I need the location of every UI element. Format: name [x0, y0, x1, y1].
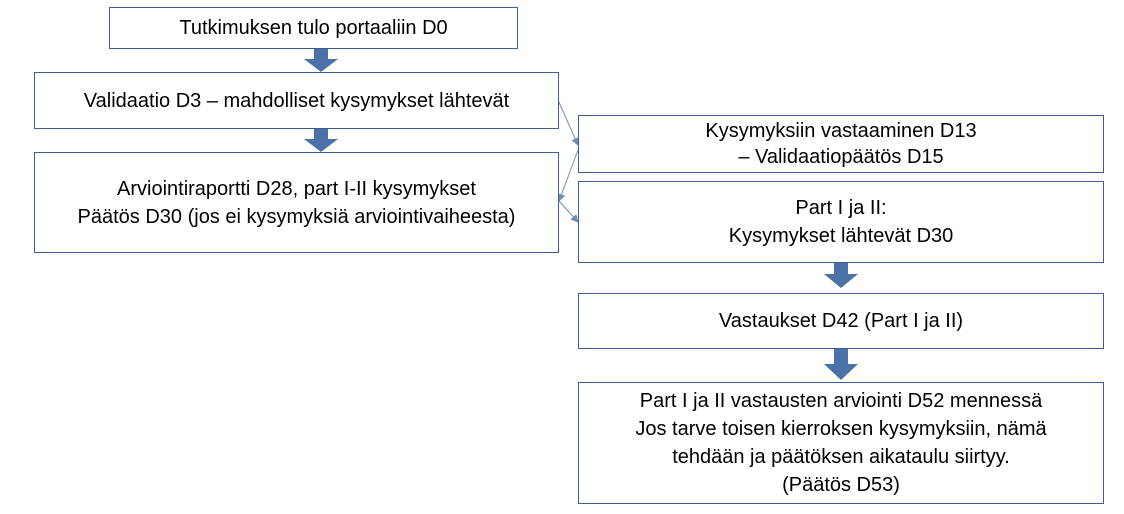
box-d52-line-2: Jos tarve toisen kierroksen kysymyksiin,…: [635, 418, 1047, 440]
box-assessment-report-d28: Arviointiraportti D28, part I-II kysymyk…: [34, 152, 559, 253]
box-portal-entry-d0: Tutkimuksen tulo portaaliin D0: [109, 7, 518, 49]
box-answers-d42: Vastaukset D42 (Part I ja II): [578, 293, 1104, 349]
block-arrow-down-3: [824, 263, 858, 288]
box-evaluation-d52: Part I ja II vastausten arviointi D52 me…: [578, 382, 1104, 504]
box-validation-d3: Validaatio D3 – mahdolliset kysymykset l…: [34, 72, 559, 129]
box-answering-questions-d13: Kysymyksiin vastaaminen D13 – Validaatio…: [578, 115, 1104, 173]
connector-d28-to-d30: [558, 200, 579, 223]
connector-d3-to-d13: [557, 99, 579, 146]
box-d52-line-3: tehdään ja päätöksen aikataulu siirtyy.: [672, 446, 1010, 468]
box-d0-line-1: Tutkimuksen tulo portaaliin D0: [179, 17, 448, 39]
box-d13-line-1: Kysymyksiin vastaaminen D13: [705, 120, 977, 142]
box-questions-sent-d30: Part I ja II: Kysymykset lähtevät D30: [578, 181, 1104, 263]
box-d42-line-1: Vastaukset D42 (Part I ja II): [718, 310, 964, 332]
connector-d13-to-d28: [557, 149, 579, 202]
box-d30-line-1: Part I ja II:: [795, 197, 887, 219]
box-d52-line-4: (Päätös D53): [782, 474, 900, 496]
box-d28-line-2: Päätös D30 (jos ei kysymyksiä arviointiv…: [77, 205, 516, 228]
block-arrow-down-2: [304, 129, 338, 152]
block-arrow-down-1: [304, 49, 338, 72]
box-d13-line-2: – Validaatiopäätös D15: [738, 146, 944, 168]
box-d52-line-1: Part I ja II vastausten arviointi D52 me…: [639, 390, 1043, 412]
block-arrow-down-4: [824, 347, 858, 380]
box-d30-line-2: Kysymykset lähtevät D30: [728, 225, 954, 247]
box-d28-line-1: Arviointiraportti D28, part I-II kysymyk…: [117, 177, 476, 200]
box-d3-line-1: Validaatio D3 – mahdolliset kysymykset l…: [83, 89, 510, 112]
